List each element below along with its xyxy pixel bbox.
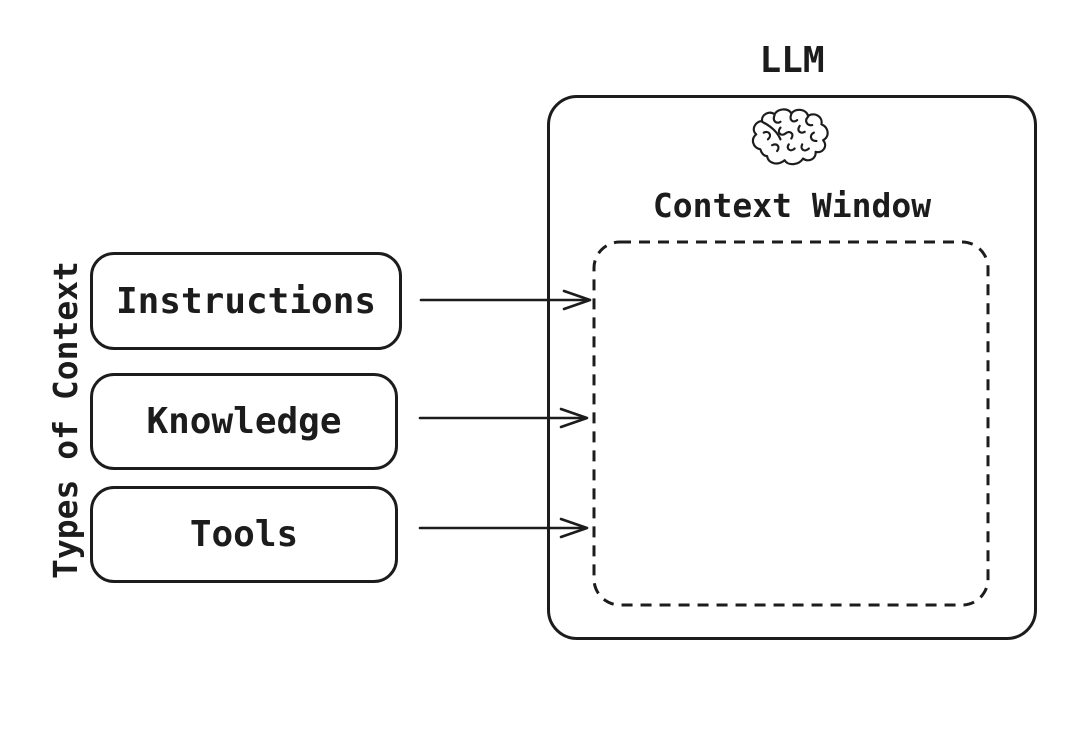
llm-box: [547, 95, 1037, 640]
source-box-knowledge-label: Knowledge: [146, 401, 342, 442]
context-window-label: Context Window: [652, 186, 932, 225]
source-box-tools: Tools: [90, 486, 398, 583]
llm-title: LLM: [759, 40, 825, 81]
context-window-box: [592, 240, 990, 607]
brain-icon: [751, 108, 829, 166]
source-box-tools-label: Tools: [189, 514, 299, 555]
source-box-instructions-label: Instructions: [115, 280, 377, 322]
source-box-instructions: Instructions: [90, 252, 402, 350]
side-label-types-of-context: Types of Context: [46, 261, 85, 579]
source-box-knowledge: Knowledge: [90, 373, 398, 470]
